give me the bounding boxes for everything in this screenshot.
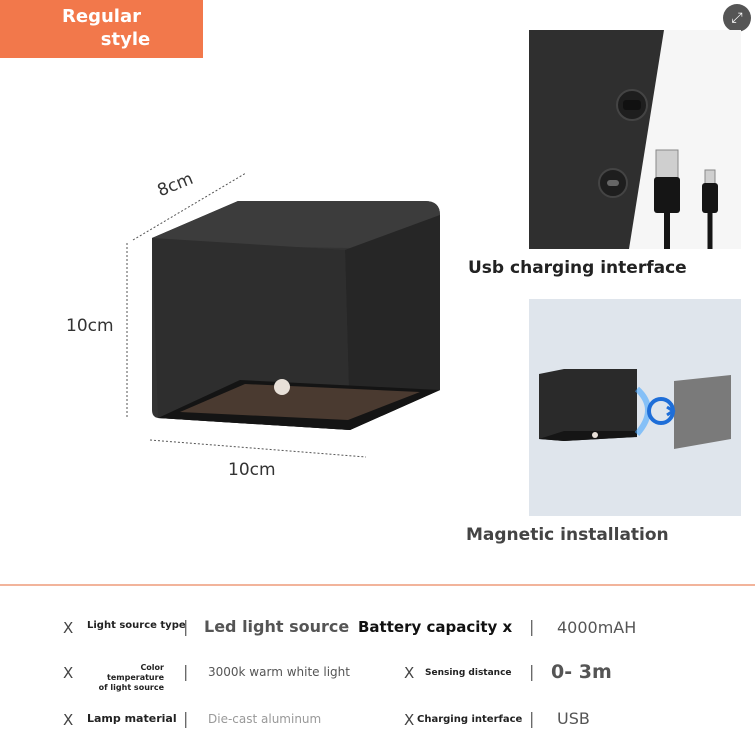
spec-separator: |: [183, 617, 189, 636]
spec-marker: X: [63, 664, 74, 682]
spec-marker: X: [404, 664, 415, 682]
spec-separator: |: [529, 709, 535, 728]
spec-marker: X: [63, 619, 74, 637]
color-temperature-value: 3000k warm white light: [208, 665, 350, 679]
badge-line-2: style: [100, 29, 151, 50]
style-badge: Regular style: [0, 0, 203, 58]
dimension-lines: [126, 172, 367, 458]
spec-separator: |: [183, 662, 189, 681]
sensing-distance-label: Sensing distance: [425, 668, 512, 678]
lamp-body: [152, 201, 440, 430]
spec-marker: X: [63, 711, 74, 729]
expand-icon[interactable]: ⤢: [723, 4, 751, 32]
lamp-material-label: Lamp material: [87, 712, 177, 725]
section-divider: [0, 584, 755, 586]
color-temperature-label-line-2: of light source: [98, 683, 164, 692]
badge-line-1: Regular: [62, 6, 141, 27]
charging-interface-label: Charging interface: [417, 714, 523, 725]
usb-photo: [529, 30, 741, 249]
lamp-material-value: Die-cast aluminum: [208, 712, 322, 726]
sensing-distance-value: 0- 3m: [551, 661, 612, 683]
spec-marker: X: [404, 711, 415, 729]
charging-interface-value: USB: [557, 709, 590, 728]
magnetic-photo: [529, 299, 741, 516]
light-source-type-label: Light source type: [87, 620, 186, 631]
usb-caption: Usb charging interface: [468, 258, 687, 278]
battery-capacity-label: Battery capacity x: [358, 618, 513, 636]
depth-label: 10cm: [228, 460, 276, 480]
magnetic-caption: Magnetic installation: [466, 525, 669, 545]
lamp-dimension-illustration: [126, 172, 440, 458]
battery-capacity-value: 4000mAH: [557, 618, 637, 637]
spec-separator: |: [529, 662, 535, 681]
color-temperature-label: Color temperature of light source: [82, 663, 164, 693]
color-temperature-label-line-1: Color temperature: [107, 663, 164, 682]
light-source-type-value: Led light source: [204, 617, 350, 636]
height-label: 10cm: [66, 316, 114, 336]
spec-separator: |: [529, 617, 535, 636]
spec-separator: |: [183, 709, 189, 728]
